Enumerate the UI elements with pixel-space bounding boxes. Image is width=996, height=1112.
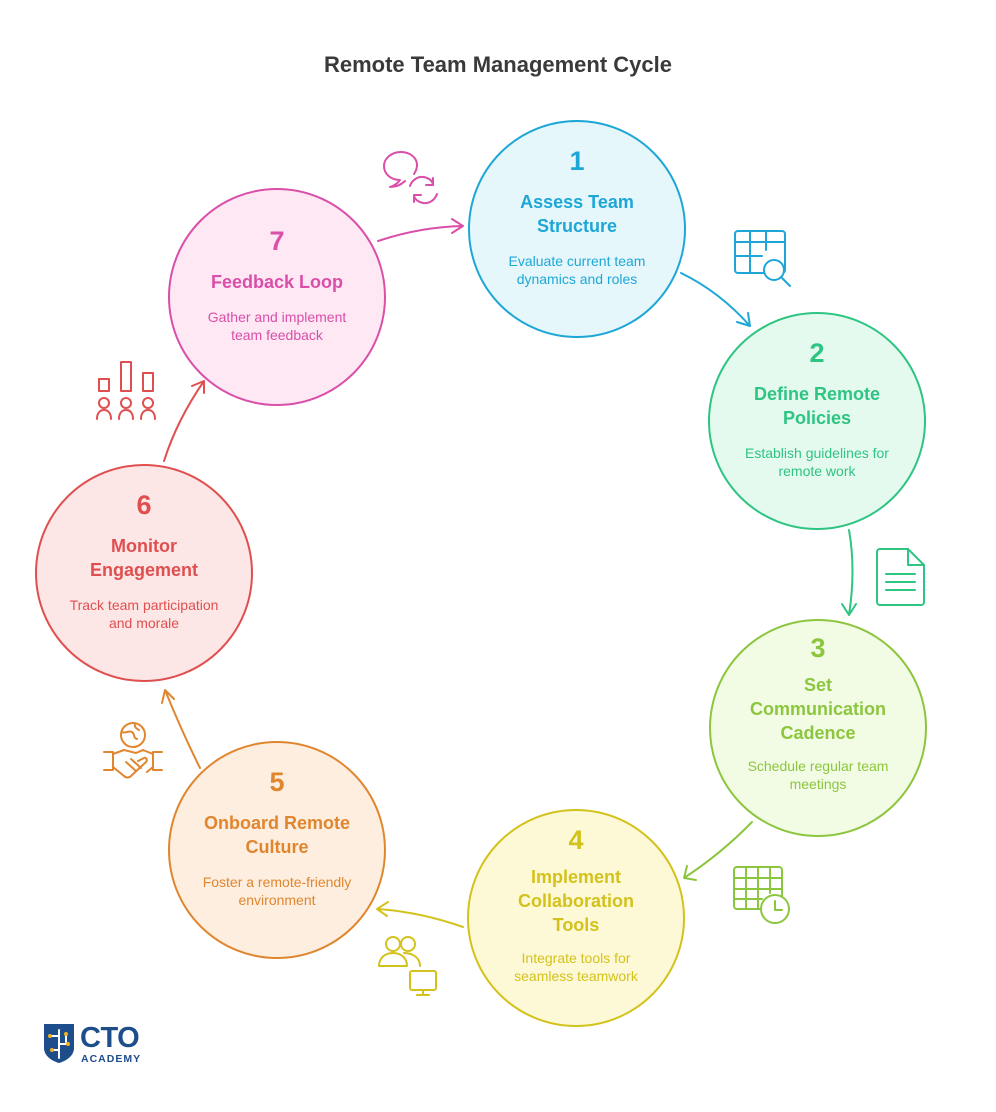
calendar-clock-icon (733, 866, 790, 924)
step-node-3: 3 Set Communication Cadence Schedule reg… (709, 619, 927, 837)
step-description: Schedule regular team meetings (747, 758, 889, 792)
step-description: Establish guidelines for remote work (745, 445, 889, 479)
step-node-6: 6 Monitor Engagement Track team particip… (35, 464, 253, 682)
step-node-2: 2 Define Remote Policies Establish guide… (708, 312, 926, 530)
step-title: Feedback Loop (210, 272, 344, 292)
chat-cycle-icon (383, 151, 438, 205)
step-number: 3 (810, 633, 826, 663)
step-node-7: 7 Feedback Loop Gather and implement tea… (168, 188, 386, 406)
arrow-5-to-6 (161, 689, 201, 769)
step-node-4: 4 Implement Collaboration Tools Integrat… (467, 809, 685, 1027)
step-title: Implement Collaboration Tools (518, 867, 634, 935)
step-node-1: 1 Assess Team Structure Evaluate current… (468, 120, 686, 338)
step-number: 1 (569, 146, 585, 176)
document-icon (876, 548, 925, 606)
step-description: Integrate tools for seamless teamwork (514, 950, 638, 984)
step-number: 6 (136, 490, 152, 520)
team-computer-icon (378, 936, 437, 996)
step-description: Evaluate current team dynamics and roles (508, 253, 646, 287)
logo-name: CTO (80, 1022, 140, 1054)
table-search-icon (734, 230, 791, 287)
step-title: Define Remote Policies (753, 384, 881, 428)
step-description: Track team participation and morale (69, 597, 219, 631)
step-number: 2 (809, 338, 825, 368)
arrow-7-to-1 (377, 218, 464, 242)
step-title: Set Communication Cadence (749, 675, 886, 743)
arrow-2-to-3 (841, 529, 857, 616)
arrow-6-to-7 (163, 380, 205, 462)
brand-logo: CTO ACADEMY (42, 1022, 162, 1066)
page-title: Remote Team Management Cycle (323, 52, 673, 77)
team-chart-icon (96, 361, 156, 420)
step-number: 5 (269, 767, 285, 797)
step-description: Foster a remote-friendly environment (202, 874, 352, 908)
arrow-3-to-4 (683, 821, 753, 881)
arrow-4-to-5 (376, 901, 464, 928)
step-title: Assess Team Structure (520, 192, 634, 236)
arrow-1-to-2 (680, 272, 751, 327)
step-title: Onboard Remote Culture (203, 813, 350, 857)
handshake-globe-icon (103, 722, 163, 779)
circuit-shield-icon (44, 1024, 74, 1063)
step-description: Gather and implement team feedback (207, 309, 347, 343)
step-node-5: 5 Onboard Remote Culture Foster a remote… (168, 741, 386, 959)
logo-subtitle: ACADEMY (81, 1053, 142, 1065)
step-title: Monitor Engagement (89, 536, 199, 580)
step-number: 7 (269, 226, 285, 256)
step-number: 4 (568, 825, 584, 855)
